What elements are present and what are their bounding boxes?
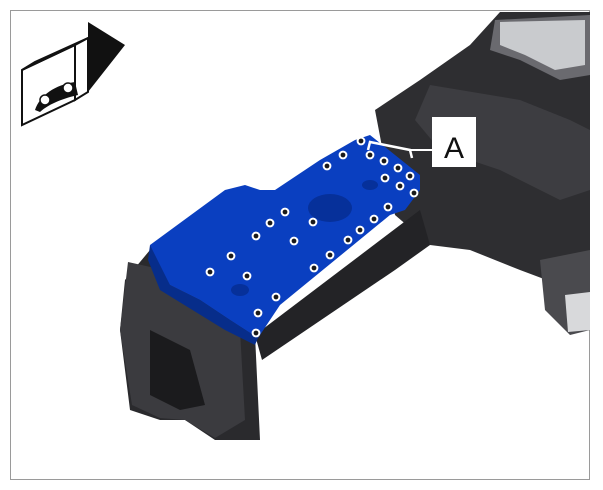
weld-spot (338, 150, 348, 160)
weld-spot (380, 173, 390, 183)
weld-spot (253, 308, 263, 318)
weld-spot (343, 235, 353, 245)
front-rail-underside (255, 210, 430, 360)
weld-spot (365, 150, 375, 160)
weld-spot (369, 214, 379, 224)
weld-spot (226, 251, 236, 261)
weld-spot (251, 328, 261, 338)
weld-spot (395, 181, 405, 191)
highlighted-panel (148, 135, 420, 345)
weld-spots (205, 136, 419, 338)
blue-panel-recess (308, 194, 352, 222)
blue-panel-bolt-boss (231, 284, 249, 296)
weld-spot (393, 163, 403, 173)
weld-spot (325, 250, 335, 260)
weld-spot (383, 202, 393, 212)
weld-spot (309, 263, 319, 273)
callout-label: A (444, 132, 464, 165)
vehicle-body-structure (375, 12, 590, 335)
weld-spot (205, 267, 215, 277)
weld-spot (308, 217, 318, 227)
weld-spot (405, 171, 415, 181)
vehicle-front-view-icon (21, 22, 125, 127)
weld-spot (322, 161, 332, 171)
weld-spot (265, 218, 275, 228)
blue-panel-bolt-boss (362, 180, 378, 190)
rear-bracket-light (565, 292, 590, 332)
front-rail (120, 210, 430, 440)
weld-spot (379, 156, 389, 166)
callout-a: A (366, 117, 476, 167)
weld-spot (251, 231, 261, 241)
floor-pan-inner-plate (500, 20, 585, 70)
blue-panel-shadow (148, 245, 258, 345)
weld-spot (271, 292, 281, 302)
blue-panel-main (150, 135, 420, 338)
weld-spot (356, 136, 366, 146)
weld-spot (280, 207, 290, 217)
cross-member (415, 85, 590, 200)
callout-label-box (432, 117, 476, 167)
weld-spot (289, 236, 299, 246)
weld-spot (409, 188, 419, 198)
front-rail-end-opening (150, 330, 205, 410)
weld-spot (355, 225, 365, 235)
weld-spot (242, 271, 252, 281)
callout-bracket (366, 140, 414, 159)
